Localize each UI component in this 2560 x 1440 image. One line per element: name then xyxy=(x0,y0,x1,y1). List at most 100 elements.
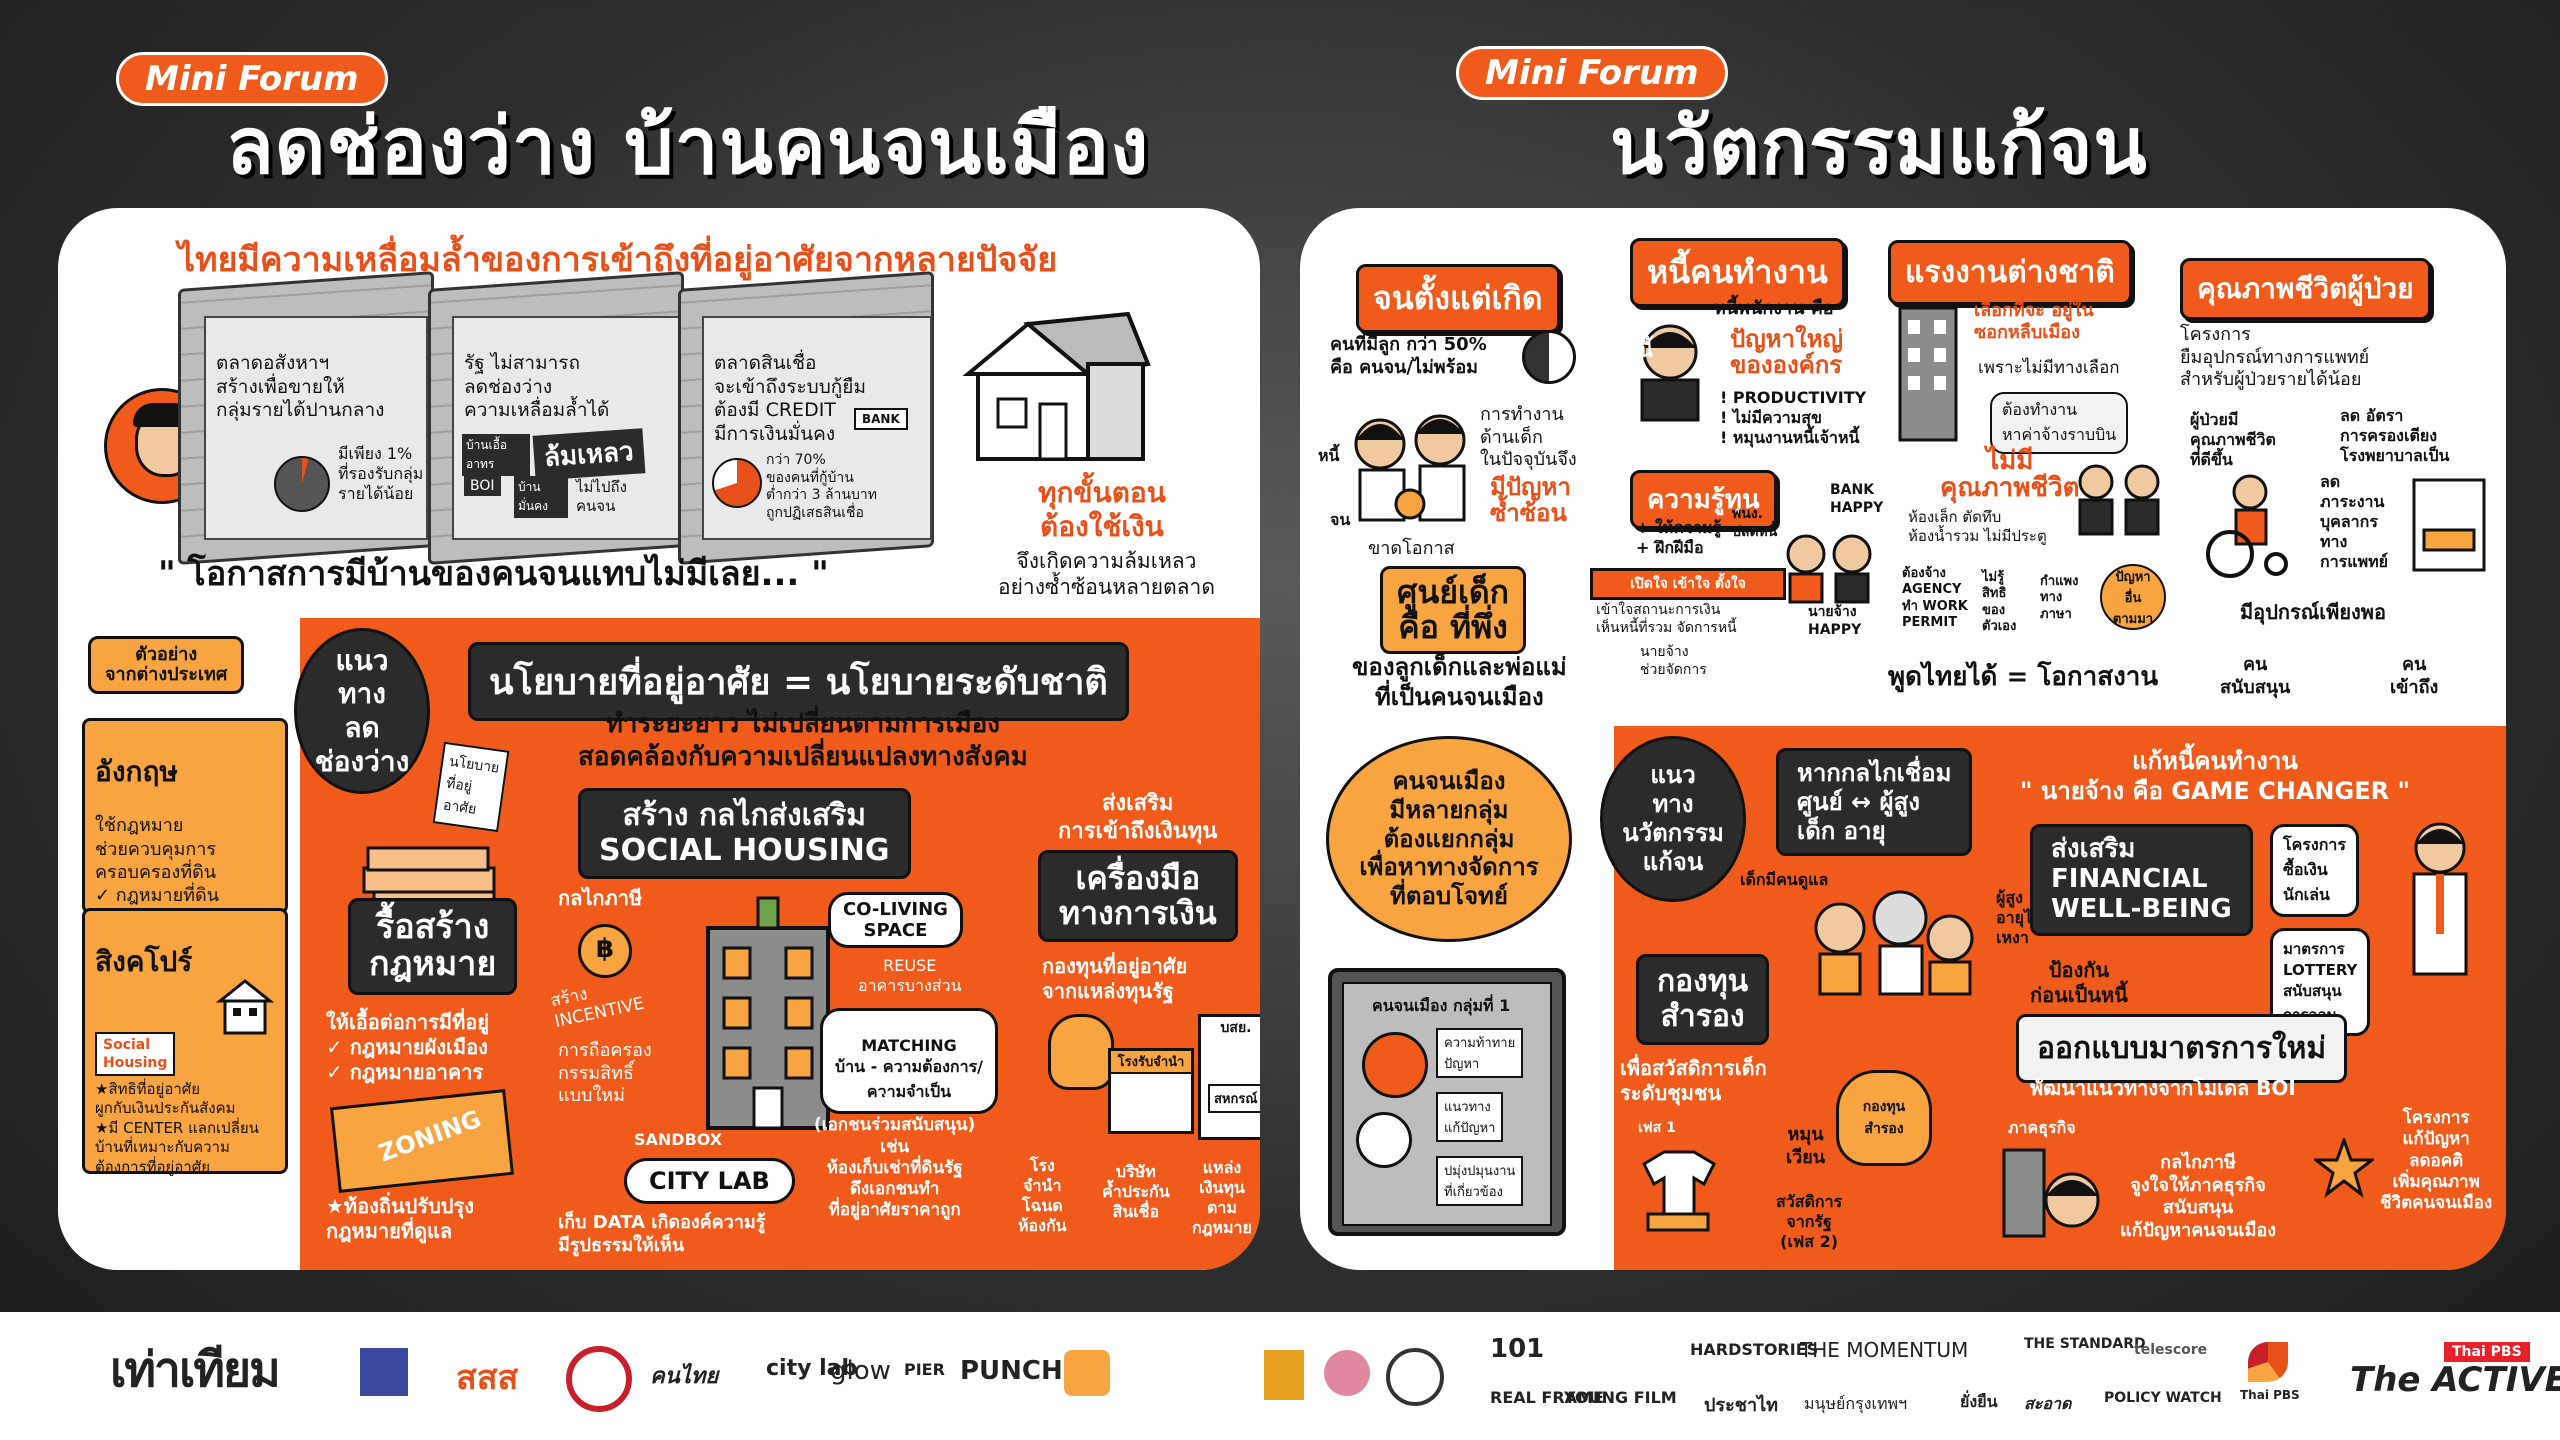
fin-a: โรง จำนำ โฉนด ห้องกัน xyxy=(1018,1156,1067,1235)
center-body: ของลูกเด็กและพ่อแม่ ที่เป็นคนจนเมือง xyxy=(1352,653,1567,711)
happy-people-icon xyxy=(1782,524,1878,604)
footer-logo12: REAL FRAME xyxy=(1490,1388,1604,1407)
col3-e: ห้องเล็ก ตัดทึบ ห้องน้ำรวม ไม่มีประตู xyxy=(1908,508,2047,545)
fund-label: กองทุนที่อยู่อาศัย จากแหล่งทุนรัฐ xyxy=(1042,954,1188,1003)
col3-h: กำแพง ทาง ภาษา xyxy=(2040,574,2079,622)
know-c: เข้าใจสถานะการเงิน เห็นหนี้ที่รวม จัดการ… xyxy=(1596,602,1737,636)
wall1-note: มีเพียง 1% ที่รองรับกลุ่ม รายได้น้อย xyxy=(338,444,424,503)
coop-label: สหกรณ์ xyxy=(1208,1084,1260,1113)
fund-tag: กองทุน สำรอง xyxy=(1636,954,1770,1045)
col3-f: ต้องจ้าง AGENCY ทำ WORK PERMIT xyxy=(1902,566,1968,630)
wall2-b: BOI xyxy=(464,476,501,496)
know-a: + ให้ความรู้ + ฝึกฝีมือ xyxy=(1636,518,1722,557)
board-b: แนวทาง แก้ปัญหา xyxy=(1436,1092,1504,1142)
sandbox-label: SANDBOX xyxy=(634,1130,723,1149)
right-panel: จนตั้งแต่เกิด คนที่มีลูก กว่า 50% คือ คน… xyxy=(1300,208,2506,1270)
money-bag-icon xyxy=(1048,1014,1114,1090)
col4-a: โครงการ ยืมอุปกรณ์ทางการแพทย์ สำหรับผู้ป… xyxy=(2180,324,2370,390)
link-tag: หากกลไกเชื่อม ศูนย์ ↔ ผู้สูง เด็ก อายุ xyxy=(1776,748,1973,857)
groups-bubble: คนจนเมือง มีหลายกลุ่ม ต้องแยกกลุ่ม เพื่อ… xyxy=(1326,736,1572,942)
footer-logo17: สะอาด xyxy=(2024,1394,2072,1413)
finance-tag: เครื่องมือ ทางการเงิน xyxy=(1038,850,1238,943)
gc-c: มาตรการ LOTTERY สนับสนุน การออม xyxy=(2270,928,2371,1036)
pie-icon xyxy=(274,456,330,512)
center-tag: ศูนย์เด็ก คือ ที่พึ่ง xyxy=(1380,566,1527,655)
kids-elders-icon xyxy=(1800,888,1990,998)
col1-a: คนที่มีลูก กว่า 50% คือ คนจน/ไม่พร้อม xyxy=(1330,334,1487,378)
board-face-icon xyxy=(1362,1032,1428,1098)
half-pie-icon xyxy=(1522,330,1576,384)
new-a: พัฒนาแนวทางจากโมเดล BOI xyxy=(2030,1076,2296,1100)
new-tag: ออกแบบมาตรการใหม่ xyxy=(2016,1014,2348,1083)
fin-b: บริษัท ค้ำประกัน สินเชื่อ xyxy=(1102,1162,1170,1221)
right-forum-pill: Mini Forum xyxy=(1456,46,1728,100)
uk-title: อังกฤษ xyxy=(95,755,178,789)
coin-icon: ฿ xyxy=(578,924,632,978)
pawnshop-label: โรงรับจำนำ xyxy=(1111,1051,1191,1074)
matching-text: MATCHING บ้าน - ความต้องการ/ ความจำเป็น xyxy=(835,1036,983,1101)
gc-b: โครงการ ซื้อเงิน นักเล่น xyxy=(2270,824,2359,917)
wheelchair-icon xyxy=(2190,470,2300,580)
zoning-label: ZONING xyxy=(374,1104,485,1168)
col1-e: หนี้ xyxy=(1318,446,1340,465)
know-tag: ความรู้ทุน xyxy=(1630,470,1777,529)
zoning-note: ★ท้องถิ่นปรับปรุง กฎหมายที่ดูแล xyxy=(326,1194,475,1243)
thaipbs-icon xyxy=(2248,1342,2288,1382)
left-panel: ไทยมีความเหลื่อมล้ำของการเข้าถึงที่อยู่อ… xyxy=(58,208,1260,1270)
star-icon xyxy=(2311,1135,2377,1198)
business-icon xyxy=(2000,1140,2110,1240)
col3-a: เลือกที่จะ อยู่ใน ซอกหลืบเมือง xyxy=(1974,300,2094,343)
policy-sub: ทำระยะยาว ไม่เปลี่ยนตามการเมือง สอดคล้อง… xyxy=(578,709,1028,772)
know-d: นายจ้าง ช่วยจัดการ xyxy=(1640,644,1707,678)
bank-icon: BANK xyxy=(854,408,908,430)
board-people-icon xyxy=(1356,1112,1412,1168)
reuse-label: REUSE อาคารบางส่วน xyxy=(858,956,962,995)
office-worker-icon xyxy=(1620,312,1720,422)
finance-head: ส่งเสริม การเข้าถึงเงินทุน xyxy=(1058,791,1218,844)
citylab-note: เก็บ DATA เกิดองค์ความรู้ มีรูปธรรมให้เห… xyxy=(558,1212,766,1256)
footer-logo2: คนไทย xyxy=(650,1364,719,1389)
col2-debt: หนี้ xyxy=(1626,338,1653,362)
coliving-bubble: CO-LIVING SPACE xyxy=(828,892,963,948)
col4-d: ลด ภาระงาน บุคลากร ทาง การแพทย์ xyxy=(2320,472,2389,571)
footer-logo4: glow xyxy=(830,1356,891,1386)
zoning-map: ZONING xyxy=(329,1089,515,1193)
know-e: พนง. ปลดหนี้ xyxy=(1732,506,1778,540)
pie-70-icon xyxy=(712,458,762,508)
approach-bubble: แนว ทาง ลด ช่องว่าง xyxy=(294,628,430,794)
apartment-building-icon xyxy=(688,888,848,1138)
every-step: ทุกขั้นตอน ต้องใช้เงิน xyxy=(1038,476,1166,543)
board-c: ปมุ่งปมุนงาน ที่เกี่ยวข้อง xyxy=(1436,1156,1524,1206)
col1-d: ขาดโอกาส xyxy=(1368,538,1455,559)
col4-g: คน เข้าถึง xyxy=(2390,654,2439,698)
wall2-d: ไม่ไปถึงคนจน xyxy=(576,478,627,515)
col3-c: ต้องทำงาน หาค่าจ้างราบบิน xyxy=(1990,392,2129,454)
footer-logo5: PIER xyxy=(904,1360,945,1379)
col2-b: ปัญหาใหญ่ ขององค์กร xyxy=(1730,325,1843,380)
col2-c: ! PRODUCTIVITY ! ไม่มีความสุข ! หมุนงานห… xyxy=(1720,388,1867,447)
board-a: ความท้าทาย ปัญหา xyxy=(1436,1028,1524,1078)
wall1-text: ตลาดอสังหาฯ สร้างเพื่อขายให้ กลุ่มรายได้… xyxy=(216,351,385,422)
col4-e: มีอุปกรณ์เพียงพอ xyxy=(2240,600,2386,624)
new-b: ภาคธุรกิจ xyxy=(2008,1118,2076,1137)
sg-box: สิงคโปร์ Social Housing ★สิทธิที่อยู่อาศ… xyxy=(82,908,288,1176)
right-title: นวัตกรรมแก้จน xyxy=(1610,102,2148,192)
family-icon xyxy=(1340,404,1480,534)
wall3-text: ตลาดสินเชื่อ จะเข้าถึงระบบกู้ยืม ต้องมี … xyxy=(714,351,866,445)
wall3-note: กว่า 70% ของคนที่กู้บ้าน ต่ำกว่า 3 ล้านบ… xyxy=(766,452,877,521)
house-icon xyxy=(958,304,1158,464)
footer-logo11: telescore xyxy=(2134,1342,2208,1358)
pawnshop-building: โรงรับจำนำ xyxy=(1108,1048,1194,1134)
footer-logo8: HARDSTORIES xyxy=(1690,1340,1819,1359)
policy-banner: นโยบายที่อยู่อาศัย = นโยบายระดับชาติ xyxy=(468,642,1129,721)
repeat-fail: จึงเกิดความล้มเหลว อย่างซ้ำซ้อนหลายตลาด xyxy=(998,549,1215,600)
bso-label: บสย. xyxy=(1220,1020,1252,1036)
quote: " โอกาสการมีบ้านของคนจนแทบไม่มีเลย... " xyxy=(158,554,829,594)
footer-logo18: POLICY WATCH xyxy=(2104,1390,2222,1406)
col4-c: ลด อัตรา การครองเตียง โรงพยาบาลเป็น xyxy=(2340,406,2450,465)
col1-c: มีปัญหา ซ้ำซ้อน xyxy=(1490,473,1571,528)
wall-card-realestate: ตลาดอสังหาฯ สร้างเพื่อขายให้ กลุ่มรายได้… xyxy=(204,316,428,540)
col3-b: เพราะไม่มีทางเลือก xyxy=(1978,358,2120,378)
matching-bubble: MATCHING บ้าน - ความต้องการ/ ความจำเป็น xyxy=(820,1008,998,1114)
social-housing-tag: สร้าง กลไกส่งเสริม SOCIAL HOUSING xyxy=(578,788,911,879)
